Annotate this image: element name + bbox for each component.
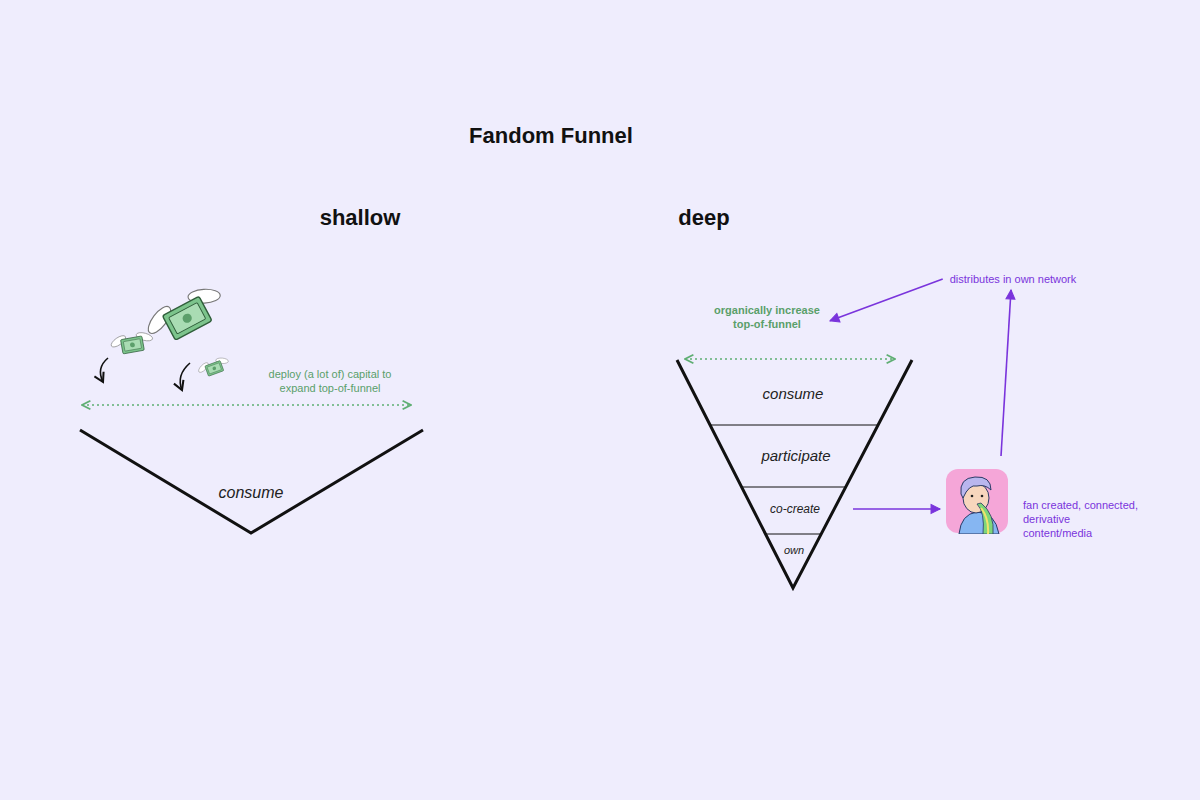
node-text: own [774,544,814,556]
annotation: deploy (a lot of) capital to expand top-… [255,367,405,395]
hair [961,477,991,498]
funnel-outline [80,430,423,533]
eye [981,495,984,498]
avatar-tile [946,469,1008,533]
funnel-stage: consume [196,482,306,504]
node-text: consume [716,385,870,402]
width-arrow [685,358,895,360]
avatar-caption: fan created, connected, derivative conte… [1023,498,1141,540]
funnel-band: consume [713,383,873,404]
falling-arrow [180,363,190,390]
node-text: consume [199,484,303,502]
node-text: organically increase top-of-funnel [710,303,824,331]
flying-money [195,354,232,380]
node-text: co-create [748,502,842,516]
fan-avatar: fan created, connected, derivative conte… [945,468,1009,534]
flow-note: organically increase top-of-funnel [707,301,827,333]
rainbow-stream [977,503,993,534]
funnel-band: co-create [745,500,845,518]
section-heading: deep [678,205,729,231]
section-heading: shallow [320,205,401,231]
node-text: distributes in own network [950,273,1077,285]
node-text: participate [734,447,858,464]
flow-arrow [853,508,940,510]
diagram-title: Fandom Funnel [469,123,633,149]
band-divider [710,425,878,426]
flow-note: distributes in own network [947,271,1080,287]
rainbow-stripe [981,508,988,534]
width-arrow [82,404,411,406]
flow-arrow [1001,290,1011,456]
band-divider [742,487,846,488]
avatar-illustration [945,468,1009,534]
eye [971,495,974,498]
funnel-band: participate [731,445,861,466]
flow-arrow [830,279,943,321]
funnel-band: own [771,542,817,558]
band-divider [766,534,821,535]
falling-arrow [100,358,108,382]
flying-money [108,328,155,355]
funnel-outline [677,360,912,588]
